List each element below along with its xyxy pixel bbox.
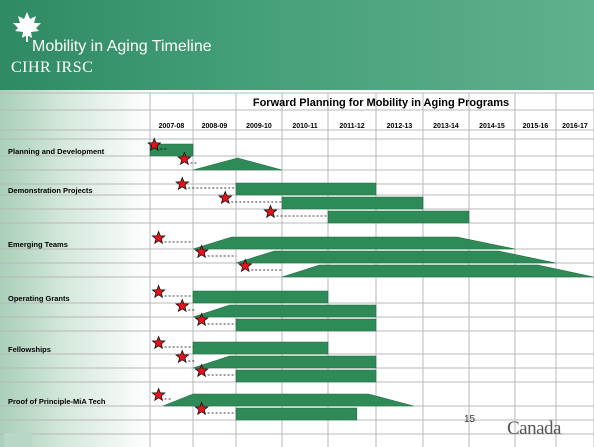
corner-decoration <box>4 433 32 447</box>
program-bar <box>235 407 358 421</box>
year-header: 2008-09 <box>202 123 228 130</box>
program-bar <box>192 236 516 250</box>
timeline-connectors <box>160 148 328 414</box>
milestone-star-icon <box>175 176 190 191</box>
milestone-star-icon <box>151 284 166 299</box>
year-header: 2007-08 <box>159 123 185 130</box>
milestone-star-icon <box>218 190 233 205</box>
maple-leaf-logo-icon <box>13 12 41 42</box>
program-label: Planning and Development <box>8 147 105 156</box>
year-header: 2010-11 <box>292 123 317 130</box>
milestone-star-icon <box>151 335 166 350</box>
timeline-labels: Forward Planning for Mobility in Aging P… <box>8 97 588 406</box>
program-label: Operating Grants <box>8 294 70 303</box>
program-bar <box>281 196 424 210</box>
page-number: 15 <box>464 414 476 425</box>
program-bar <box>235 318 377 332</box>
milestone-star-icon <box>177 151 192 166</box>
program-label: Proof of Principle-MiA Tech <box>8 397 106 406</box>
program-bar <box>162 393 414 407</box>
year-header: 2013-14 <box>433 123 459 130</box>
year-header: 2011-12 <box>339 123 364 130</box>
milestone-star-icon <box>147 137 162 152</box>
program-bar <box>281 264 594 278</box>
program-bar <box>235 369 377 383</box>
year-header: 2014-15 <box>479 123 505 130</box>
milestone-star-icon <box>151 230 166 245</box>
year-header: 2015-16 <box>523 123 549 130</box>
slide-header: Mobility in Aging Timeline CIHR IRSC <box>0 0 594 90</box>
milestone-star-icon <box>263 204 278 219</box>
cihr-irsc-logo: CIHR IRSC <box>11 59 94 76</box>
program-bar <box>192 304 377 318</box>
slide-title: Mobility in Aging Timeline <box>32 38 212 55</box>
canada-wordmark: Canada <box>507 418 561 439</box>
program-bar <box>192 341 329 355</box>
year-header: 2012-13 <box>387 123 413 130</box>
program-bar <box>327 210 470 224</box>
program-bar <box>235 182 377 196</box>
program-bar <box>149 143 194 157</box>
year-header: 2016-17 <box>562 123 588 130</box>
milestone-star-icon <box>175 349 190 364</box>
program-bar <box>192 290 329 304</box>
program-label: Emerging Teams <box>8 240 68 249</box>
milestone-star-icon <box>237 258 253 273</box>
milestone-star-icon <box>194 244 209 259</box>
milestone-star-icon <box>194 312 209 327</box>
timeline-bars <box>149 143 594 421</box>
program-bar <box>192 157 283 171</box>
program-bar <box>235 250 557 264</box>
milestone-star-icon <box>151 387 166 402</box>
program-label: Fellowships <box>8 345 51 354</box>
milestone-star-icon <box>175 298 190 313</box>
left-gradient-band <box>0 90 150 447</box>
milestone-star-icon <box>194 363 209 378</box>
milestone-star-icon <box>194 401 209 416</box>
year-header: 2009-10 <box>246 123 272 130</box>
timeline-stars <box>147 137 278 416</box>
program-bar <box>192 355 377 369</box>
timeline-title: Forward Planning for Mobility in Aging P… <box>253 97 509 109</box>
program-label: Demonstration Projects <box>8 186 93 195</box>
